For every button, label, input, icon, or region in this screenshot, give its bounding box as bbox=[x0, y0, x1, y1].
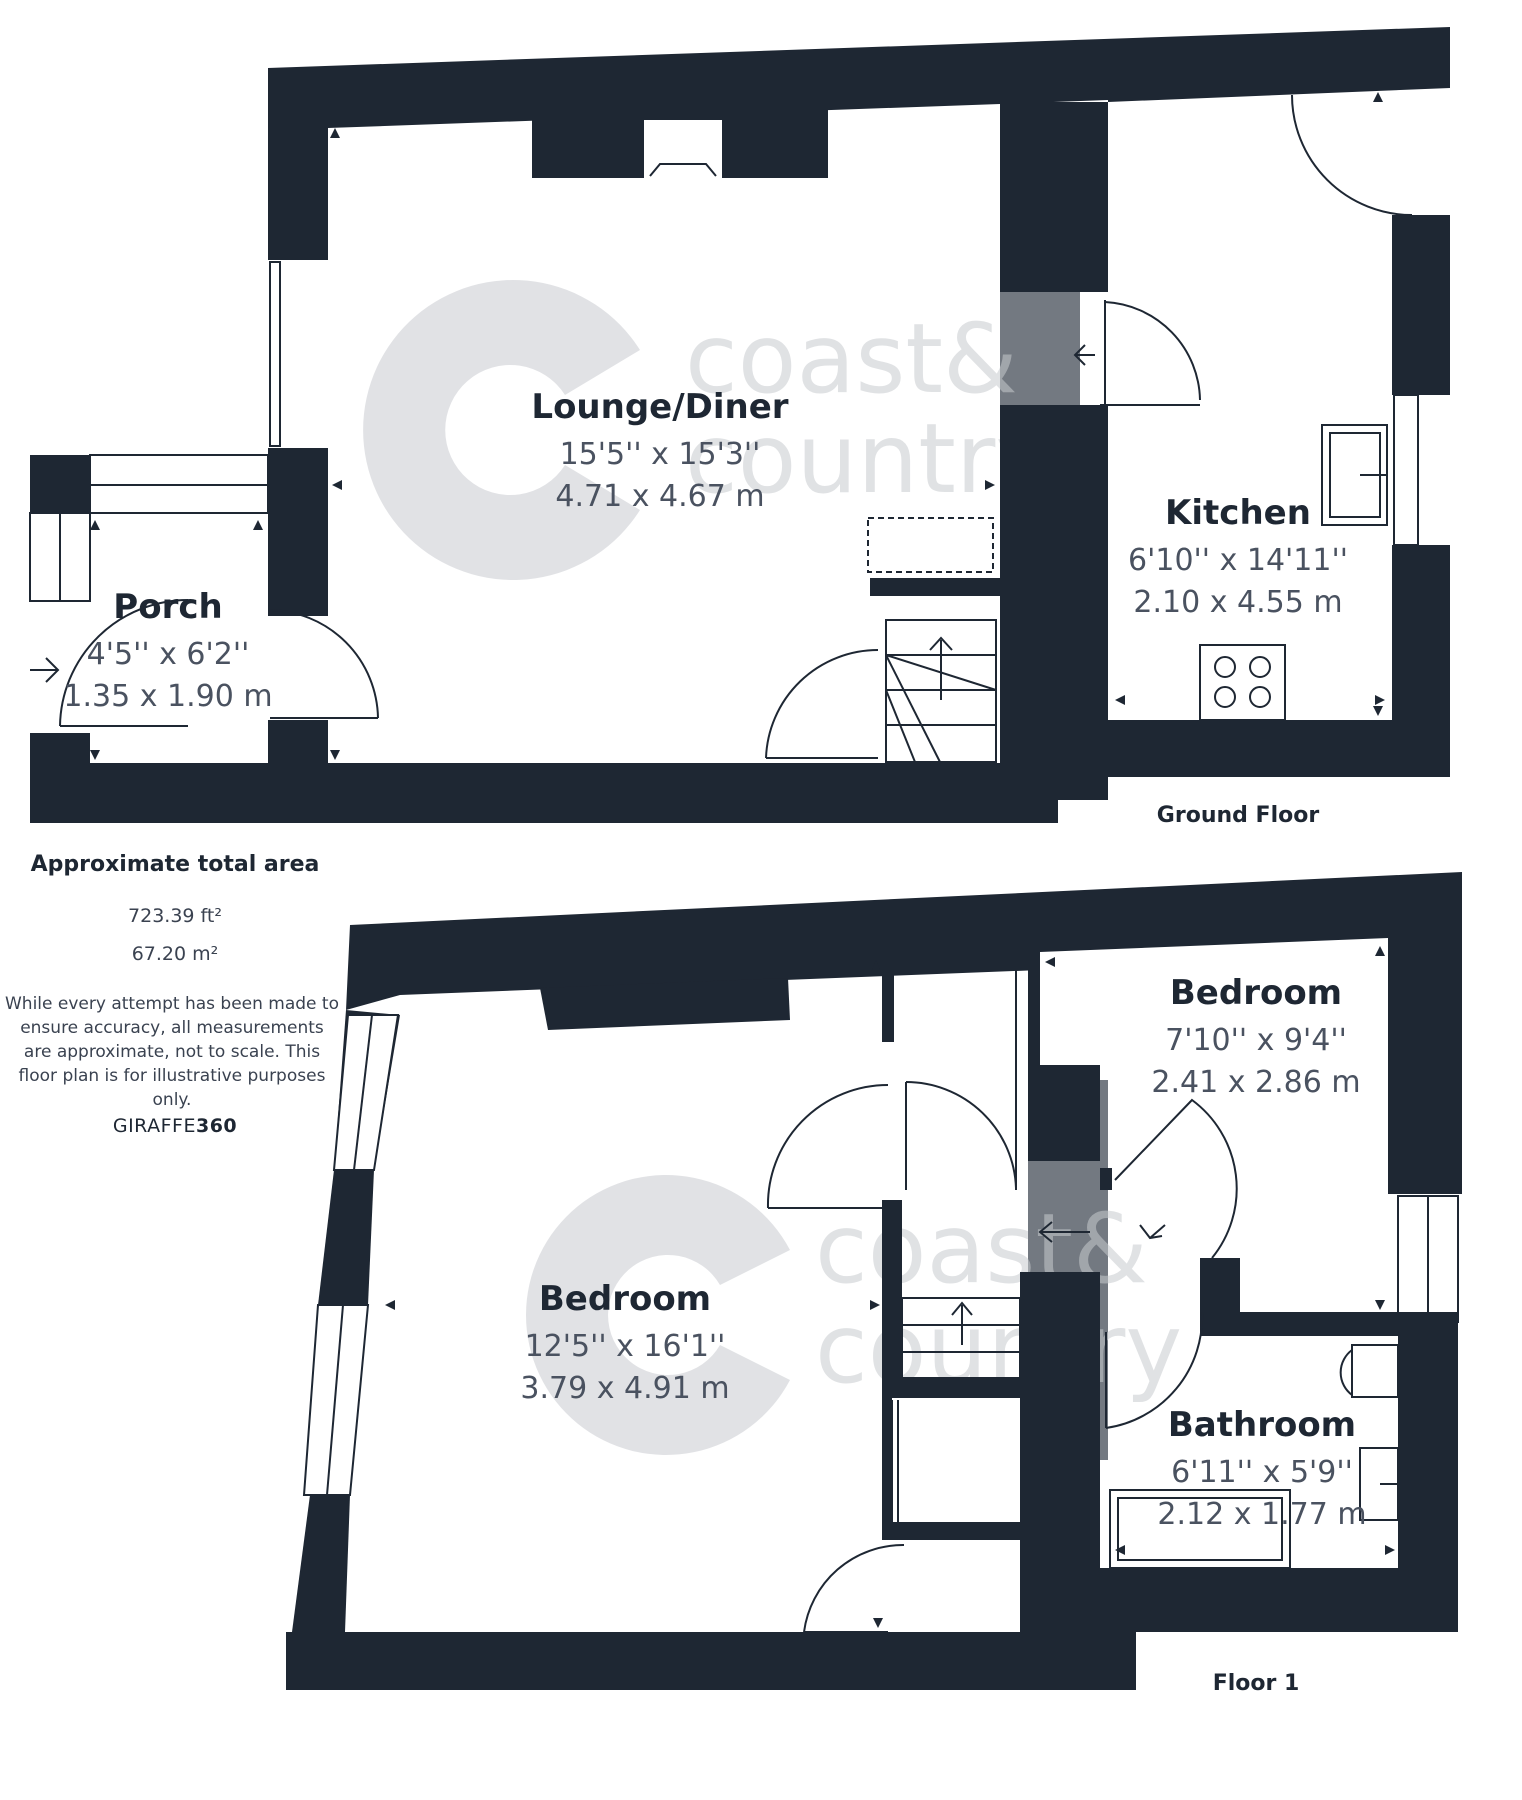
brand-logo: GIRAFFE360 bbox=[0, 1115, 350, 1137]
room-imperial: 12'5'' x 16'1'' bbox=[525, 1329, 726, 1364]
room-imperial: 7'10'' x 9'4'' bbox=[1165, 1023, 1347, 1058]
area-sqm: 67.20 m² bbox=[131, 943, 219, 965]
brand-suffix: 360 bbox=[195, 1115, 238, 1137]
watermark-ground: coast& country bbox=[363, 255, 1080, 595]
room-bedroom-1: Bedroom 12'5'' x 16'1'' 3.79 x 4.91 m bbox=[520, 1279, 729, 1406]
room-imperial: 4'5'' x 6'2'' bbox=[87, 637, 250, 672]
room-imperial: 15'5'' x 15'3'' bbox=[560, 437, 761, 472]
watermark-text-line1: coast& bbox=[685, 303, 1018, 415]
room-imperial: 6'11'' x 5'9'' bbox=[1171, 1455, 1353, 1490]
ground-floor-walls bbox=[29, 27, 1450, 823]
floor1-fixtures bbox=[385, 946, 1399, 1633]
watermark-logo-c bbox=[526, 1174, 790, 1455]
room-metric: 2.41 x 2.86 m bbox=[1151, 1065, 1360, 1100]
room-name: Lounge/Diner bbox=[531, 387, 788, 427]
watermark-text-line2: country bbox=[685, 403, 1052, 515]
room-name: Bedroom bbox=[1170, 973, 1342, 1013]
floor-label-ground: Ground Floor bbox=[1157, 803, 1320, 828]
floor1-walls bbox=[286, 872, 1462, 1690]
room-bathroom: Bathroom 6'11'' x 5'9'' 2.12 x 1.77 m bbox=[1157, 1405, 1366, 1532]
room-metric: 4.71 x 4.67 m bbox=[555, 479, 764, 514]
area-title: Approximate total area bbox=[30, 852, 320, 877]
room-name: Bedroom bbox=[539, 1279, 711, 1319]
watermark-logo-c bbox=[363, 280, 640, 580]
area-sqft: 723.39 ft² bbox=[128, 905, 222, 927]
room-kitchen: Kitchen 6'10'' x 14'11'' 2.10 x 4.55 m bbox=[1128, 493, 1348, 620]
room-metric: 2.12 x 1.77 m bbox=[1157, 1497, 1366, 1532]
ground-floor-fixtures bbox=[30, 92, 1413, 763]
room-metric: 1.35 x 1.90 m bbox=[63, 679, 272, 714]
room-name: Porch bbox=[113, 587, 222, 627]
room-lounge: Lounge/Diner 15'5'' x 15'3'' 4.71 x 4.67… bbox=[531, 387, 788, 514]
room-name: Kitchen bbox=[1165, 493, 1311, 533]
room-bedroom-2: Bedroom 7'10'' x 9'4'' 2.41 x 2.86 m bbox=[1151, 973, 1360, 1100]
room-metric: 2.10 x 4.55 m bbox=[1133, 585, 1342, 620]
disclaimer-text: While every attempt has been made to ens… bbox=[5, 994, 339, 1110]
brand-prefix: GIRAFFE bbox=[112, 1115, 196, 1137]
room-porch: Porch 4'5'' x 6'2'' 1.35 x 1.90 m bbox=[63, 587, 272, 714]
floor-label-floor1: Floor 1 bbox=[1213, 1671, 1300, 1696]
room-metric: 3.79 x 4.91 m bbox=[520, 1371, 729, 1406]
room-name: Bathroom bbox=[1168, 1405, 1356, 1445]
room-imperial: 6'10'' x 14'11'' bbox=[1128, 543, 1348, 578]
